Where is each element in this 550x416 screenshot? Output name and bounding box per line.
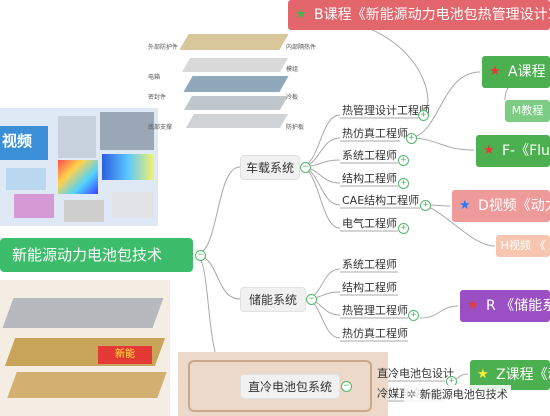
collapse-storage-icon[interactable]: − bbox=[306, 294, 317, 305]
leaf-storage-system[interactable]: 系统工程师 bbox=[342, 258, 397, 271]
expand-icon[interactable]: + bbox=[398, 178, 409, 189]
branch-storage[interactable]: 储能系统 bbox=[240, 287, 306, 312]
leaf-system[interactable]: 系统工程师 bbox=[342, 149, 397, 162]
leaf-cae-structure[interactable]: CAE结构工程师 bbox=[342, 194, 420, 207]
thermal-contour-2 bbox=[102, 154, 154, 180]
star-icon: ★ bbox=[295, 7, 307, 22]
leaf-storage-structure[interactable]: 结构工程师 bbox=[342, 281, 397, 294]
bms-photo bbox=[64, 200, 104, 222]
expand-icon[interactable]: + bbox=[398, 155, 409, 166]
course-a-label: A课程 bbox=[508, 64, 546, 80]
wechat-icon: ✲ bbox=[407, 388, 417, 401]
cold-plate-layer bbox=[183, 96, 289, 110]
battery-simulation-collage: 视频 bbox=[0, 108, 158, 226]
course-f[interactable]: ★ F-《Flu bbox=[476, 135, 550, 167]
badge-background bbox=[0, 126, 48, 160]
course-m[interactable]: M教程 bbox=[505, 100, 550, 122]
leaf-structure[interactable]: 结构工程师 bbox=[342, 172, 397, 185]
branch-vehicle[interactable]: 车载系统 bbox=[240, 155, 300, 180]
diagram-label: 模组 bbox=[286, 66, 299, 73]
root-topic[interactable]: 新能源动力电池包技术 bbox=[0, 238, 193, 272]
course-b[interactable]: ★ B课程《新能源动力电池包热管理设计33 bbox=[288, 0, 550, 30]
star-icon: ★ bbox=[483, 143, 495, 158]
course-f-label: F-《Flu bbox=[502, 143, 550, 159]
expand-icon[interactable]: + bbox=[406, 133, 417, 144]
expand-icon[interactable]: + bbox=[398, 223, 409, 234]
insulation-layer bbox=[181, 58, 289, 72]
thermal-contour-1 bbox=[58, 160, 98, 194]
watermark: ✲ 新能源电池包技术 bbox=[404, 385, 511, 403]
diagram-label: 内部隔热件 bbox=[286, 44, 317, 51]
course-d[interactable]: ★ D视频《动力 bbox=[452, 190, 550, 222]
diagram-label: 防护板 bbox=[286, 124, 305, 131]
course-d-label: D视频《动力 bbox=[478, 198, 550, 214]
course-a[interactable]: ★ A课程 bbox=[482, 56, 550, 88]
pack-lid bbox=[2, 298, 164, 328]
star-icon: ★ bbox=[467, 298, 479, 313]
course-h[interactable]: H视频 《 bbox=[496, 235, 550, 257]
leaf-storage-thermal[interactable]: 热管理工程师 bbox=[342, 304, 408, 317]
course-z-label: Z课程《动 bbox=[496, 367, 550, 383]
collapse-vehicle-icon[interactable]: − bbox=[300, 162, 311, 173]
star-icon: ★ bbox=[489, 64, 501, 79]
red-badge: 新能 bbox=[98, 346, 152, 364]
expand-icon[interactable]: + bbox=[408, 310, 419, 321]
cover-layer bbox=[179, 34, 289, 50]
cell-photo bbox=[14, 194, 54, 218]
watermark-text: 新能源电池包技术 bbox=[419, 388, 508, 401]
leaf-storage-thermal-sim[interactable]: 热仿真工程师 bbox=[342, 327, 408, 340]
video-badge: 视频 bbox=[2, 132, 33, 150]
course-r[interactable]: ★ R 《储能系 bbox=[460, 290, 550, 322]
pack-photo-1 bbox=[58, 116, 96, 158]
module-row-2 bbox=[7, 372, 167, 398]
pack-photo-2 bbox=[100, 112, 154, 150]
leaf-electrical[interactable]: 电气工程师 bbox=[342, 217, 397, 230]
star-icon: ★ bbox=[477, 367, 489, 382]
battery-pack-cutaway: 新能 bbox=[0, 280, 170, 416]
diagram-label: 外部防护件 bbox=[148, 44, 179, 51]
diagram-label: 电箱 bbox=[148, 74, 161, 81]
cold-plate-channels bbox=[188, 360, 372, 412]
diagram-label: 冷板 bbox=[286, 94, 299, 101]
tray-photo bbox=[112, 192, 154, 218]
collapse-cooling-icon[interactable]: − bbox=[341, 381, 352, 392]
exploded-pack-diagram: 外部防护件 内部隔热件 电箱 模组 密封件 冷板 底部支撑 防护板 bbox=[148, 28, 318, 136]
tray-layer bbox=[185, 114, 289, 128]
leaf-cooling-design[interactable]: 直冷电池包设计 bbox=[377, 367, 454, 380]
leaf-thermal-design[interactable]: 热管理设计工程师 bbox=[342, 104, 430, 117]
branch-direct-cooling[interactable]: 直冷电池包系统 bbox=[240, 374, 340, 399]
expand-icon[interactable]: + bbox=[418, 110, 429, 121]
diagram-label: 密封件 bbox=[148, 94, 167, 101]
module-photo bbox=[6, 168, 46, 190]
course-b-label: B课程《新能源动力电池包热管理设计33 bbox=[314, 7, 550, 23]
expand-icon[interactable]: + bbox=[420, 200, 431, 211]
collapse-root-icon[interactable]: − bbox=[195, 250, 206, 261]
root-label: 新能源动力电池包技术 bbox=[12, 246, 163, 264]
leaf-thermal-sim[interactable]: 热仿真工程师 bbox=[342, 127, 408, 140]
course-r-label: R 《储能系 bbox=[486, 298, 550, 314]
diagram-label: 底部支撑 bbox=[148, 124, 173, 131]
star-icon: ★ bbox=[459, 198, 471, 213]
module-layer bbox=[183, 76, 289, 92]
